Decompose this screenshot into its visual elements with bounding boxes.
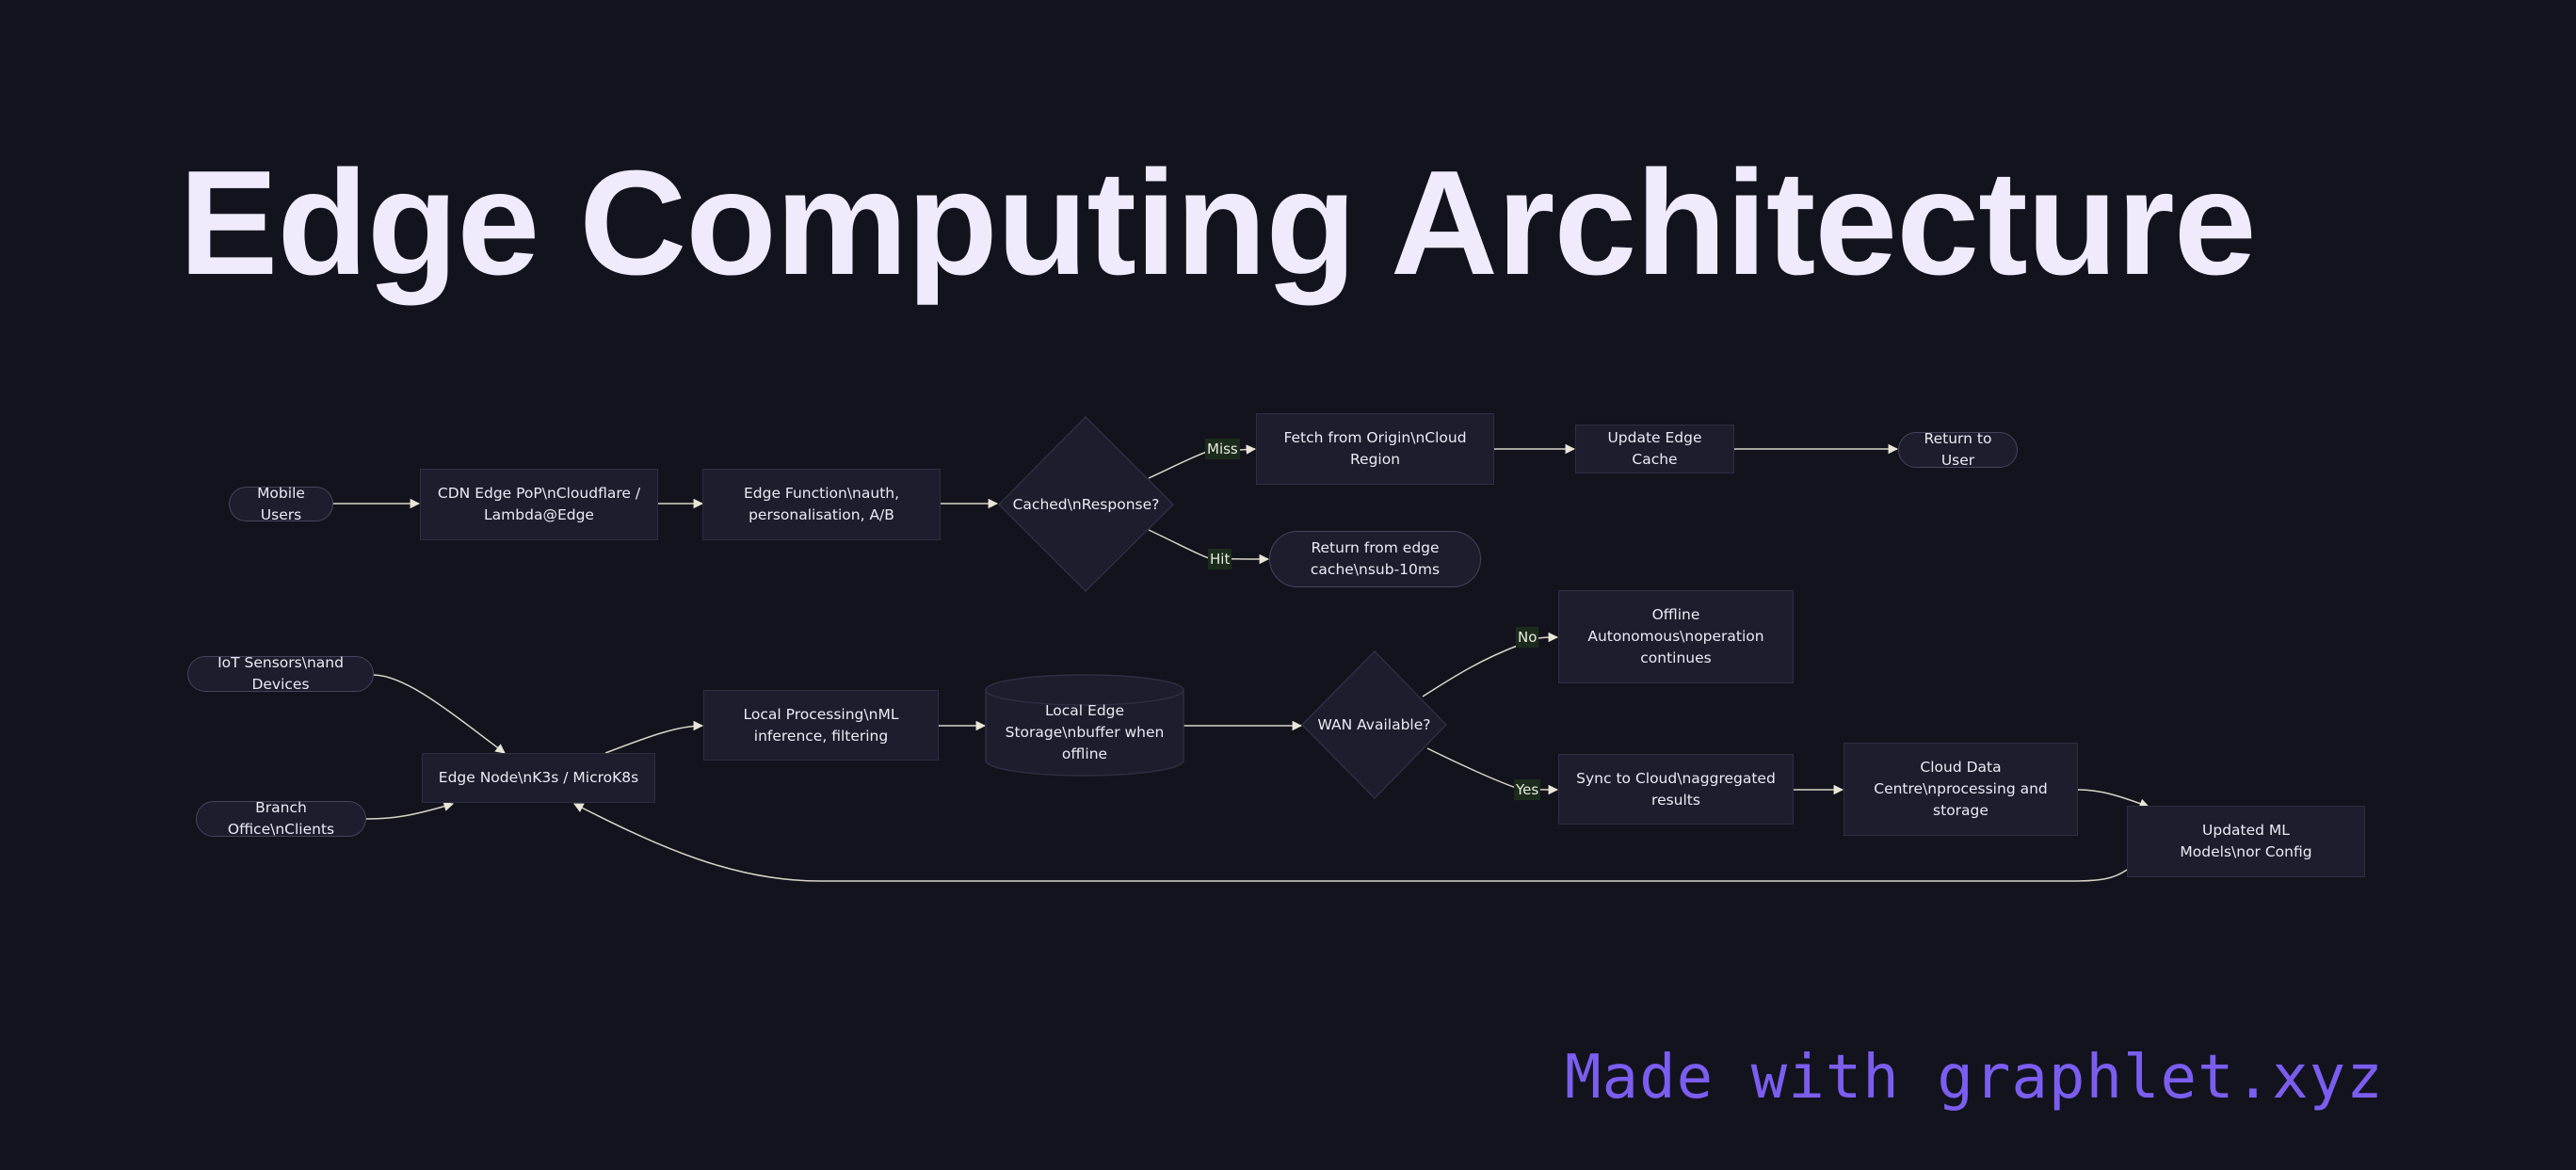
node-update-cache[interactable]: Update Edge Cache — [1575, 425, 1734, 473]
node-cached-response[interactable]: Cached\nResponse? — [999, 486, 1173, 523]
node-label: Return to User — [1924, 430, 1992, 469]
node-return-edge[interactable]: Return from edge cache\nsub-10ms — [1269, 531, 1481, 587]
node-edge-function[interactable]: Edge Function\nauth, personalisation, A/… — [702, 469, 941, 540]
edge-branch-to-edge-node — [365, 801, 455, 820]
node-updated-models[interactable]: Updated ML Models\nor Config — [2127, 806, 2365, 877]
footer-watermark: Made with graphlet.xyz — [1565, 1043, 2384, 1113]
node-label: IoT Sensors\nand Devices — [217, 654, 344, 693]
edge-label-miss: Miss — [1205, 439, 1240, 459]
node-wan-available[interactable]: WAN Available? — [1302, 706, 1446, 744]
node-edge-node[interactable]: Edge Node\nK3s / MicroK8s — [422, 753, 655, 803]
edge-cloud-to-models — [2077, 789, 2149, 809]
node-label: WAN Available? — [1317, 715, 1431, 733]
node-label: Sync to Cloud\naggregated results — [1576, 769, 1776, 809]
node-label: Offline Autonomous\noperation continues — [1587, 606, 1764, 666]
node-fetch-origin[interactable]: Fetch from Origin\nCloud Region — [1256, 413, 1494, 485]
node-label: Updated ML Models\nor Config — [2180, 822, 2312, 860]
edge-wan-to-offline — [1422, 632, 1559, 697]
wan-available-diamond — [1300, 649, 1448, 800]
node-local-storage[interactable]: Local Edge Storage\nbuffer when offline — [986, 702, 1183, 762]
node-label: Return from edge cache\nsub-10ms — [1310, 539, 1441, 578]
node-iot-sensors[interactable]: IoT Sensors\nand Devices — [187, 654, 374, 693]
node-cloud-dc[interactable]: Cloud Data Centre\nprocessing and storag… — [1843, 743, 2078, 836]
edge-models-to-edge-node — [573, 803, 2128, 882]
edge-label-yes: Yes — [1514, 779, 1541, 800]
node-label: Update Edge Cache — [1607, 429, 1702, 468]
node-label: CDN Edge PoP\nCloudflare / Lambda@Edge — [437, 485, 641, 523]
node-cdn-edge[interactable]: CDN Edge PoP\nCloudflare / Lambda@Edge — [420, 469, 658, 540]
node-label: Local Edge Storage\nbuffer when offline — [1005, 701, 1165, 762]
node-return-user[interactable]: Return to User — [1898, 430, 2018, 469]
node-mobile-users[interactable]: Mobile Users — [229, 485, 333, 523]
edge-label-hit: Hit — [1208, 549, 1232, 569]
edge-edge-node-to-local-proc — [604, 720, 704, 754]
diagram-title: Edge Computing Architecture — [179, 140, 2257, 306]
node-local-processing[interactable]: Local Processing\nML inference, filterin… — [703, 690, 939, 761]
node-branch-office[interactable]: Branch Office\nClients — [196, 799, 366, 838]
edge-label-no: No — [1516, 627, 1539, 648]
node-label: Cloud Data Centre\nprocessing and storag… — [1874, 759, 2048, 819]
node-label: Local Processing\nML inference, filterin… — [743, 705, 899, 745]
node-label: Edge Function\nauth, personalisation, A/… — [743, 485, 900, 523]
node-label: Mobile Users — [257, 484, 305, 523]
edge-iot-to-edge-node — [373, 674, 506, 754]
cached-response-diamond — [997, 415, 1175, 593]
node-sync-cloud[interactable]: Sync to Cloud\naggregated results — [1558, 754, 1794, 825]
node-label: Branch Office\nClients — [227, 799, 335, 838]
node-offline-autonomous[interactable]: Offline Autonomous\noperation continues — [1558, 590, 1794, 683]
node-label: Cached\nResponse? — [1012, 495, 1160, 513]
node-label: Fetch from Origin\nCloud Region — [1283, 429, 1467, 468]
node-label: Edge Node\nK3s / MicroK8s — [438, 769, 639, 786]
local-storage-cylinder — [985, 674, 1184, 777]
